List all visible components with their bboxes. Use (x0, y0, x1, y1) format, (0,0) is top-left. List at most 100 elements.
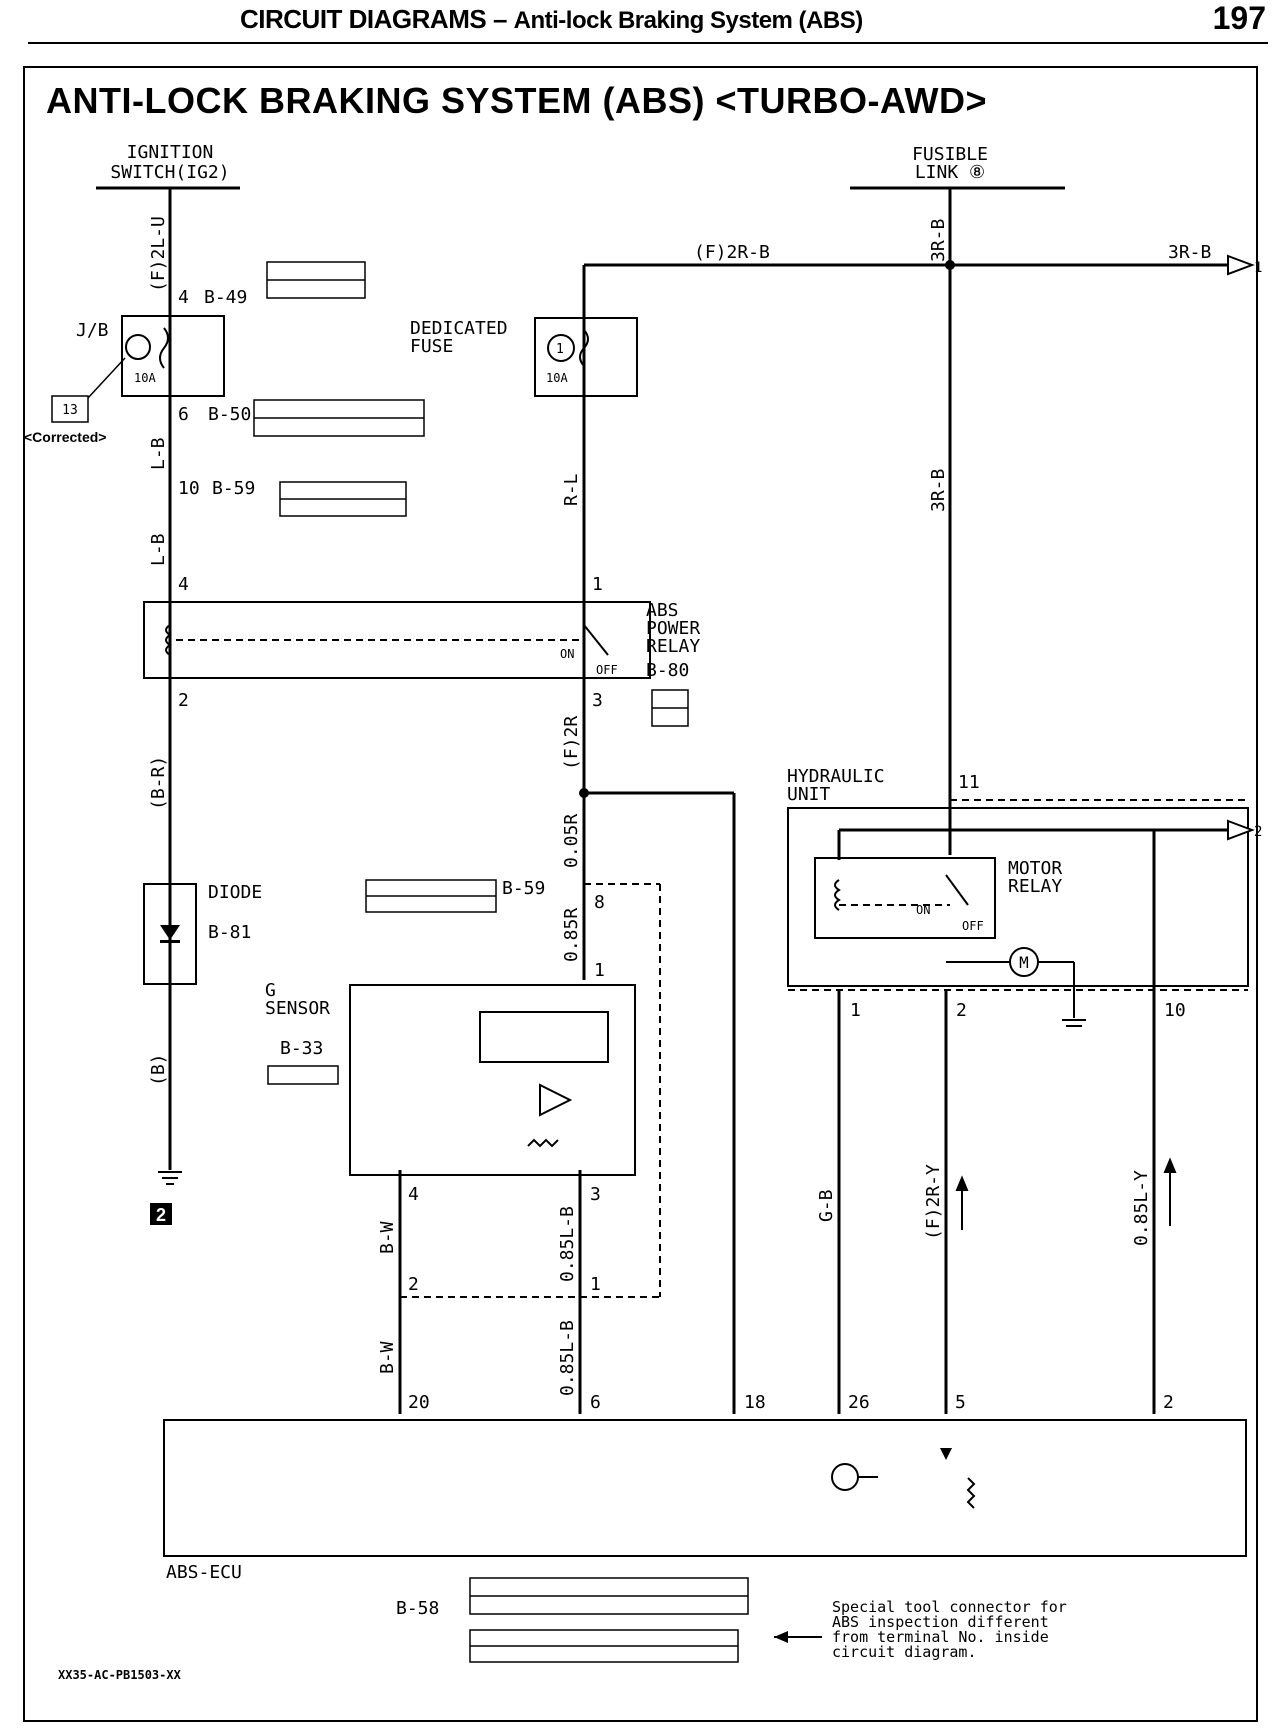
diagram-title: ANTI-LOCK BRAKING SYSTEM (ABS) <TURBO-AW… (46, 80, 987, 121)
wire-label: 3R-B (928, 469, 949, 512)
relay-label-3: RELAY (646, 636, 700, 657)
g-sensor-element (479, 1011, 609, 1063)
wire-label: 0.85R (561, 908, 582, 962)
motor-relay-switch-icon (945, 874, 969, 906)
g-sensor-box (349, 984, 636, 1176)
relay-state: ON (560, 647, 574, 661)
ecu-pin-label: 18 (744, 1392, 766, 1413)
relay-switch-icon (583, 624, 609, 656)
hydraulic-label-2: UNIT (787, 784, 831, 805)
fuse-rating: 10A (134, 371, 156, 385)
pin-label: 4 (178, 574, 189, 595)
arrow-2-icon (1227, 819, 1255, 841)
wire-label: 0.85L-B (557, 1320, 578, 1396)
ecu-label: ABS-ECU (166, 1562, 242, 1583)
wire-label: R-L (561, 473, 582, 506)
special-tool-note: Special tool connector for ABS inspectio… (832, 1600, 1152, 1660)
wire-label: 0.85L-Y (1131, 1170, 1152, 1246)
wire-label: L-B (148, 437, 169, 470)
motor-relay-label: MOTOR (1008, 858, 1062, 879)
relay-coil-icon (165, 624, 172, 656)
wire-label: 3R-B (1168, 242, 1211, 263)
connector-label: B-80 (646, 660, 689, 681)
pin-label: 2 (408, 1274, 419, 1295)
wire-label: G-B (816, 1189, 837, 1222)
connector-label: B-33 (280, 1038, 323, 1059)
pin-label: 4 (408, 1184, 419, 1205)
resistor-icon (527, 1138, 559, 1148)
dedicated-fuse-box (534, 317, 638, 397)
motor-relay-label-2: RELAY (1008, 876, 1062, 897)
diode-label: DIODE (208, 882, 262, 903)
fuse-element-icon (159, 327, 169, 369)
relay-state: OFF (596, 663, 618, 677)
wire-label: 3R-B (928, 219, 949, 262)
fuse-number: 1 (556, 342, 564, 357)
pin-label: 2 (956, 1000, 967, 1021)
note-line: Special tool connector for (832, 1598, 1067, 1616)
hydraulic-unit-box (787, 807, 1249, 987)
connector-label: B-49 (204, 287, 247, 308)
relay-state: ON (916, 903, 930, 917)
g-sensor-label: G (265, 980, 276, 1001)
ground-point-number: 2 (156, 1205, 166, 1225)
pin-label: 3 (592, 690, 603, 711)
wire-label: (B-R) (148, 756, 169, 810)
ecu-pin-label: 5 (955, 1392, 966, 1413)
header-subsection: Anti-lock Braking System (ABS) (513, 7, 864, 34)
document-code: XX35-AC-PB1503-XX (58, 1668, 181, 1682)
pin-label: 1 (592, 574, 603, 595)
dedicated-fuse-label: DEDICATED (410, 318, 508, 339)
pin-label: 11 (958, 772, 980, 793)
ignition-label: IGNITION (127, 142, 214, 163)
page-header-title: CIRCUIT DIAGRAMS – Anti-lock Braking Sys… (240, 4, 863, 35)
jb-box (121, 315, 225, 397)
wire-label: 0.85L-B (557, 1206, 578, 1282)
relay-label-2: POWER (646, 618, 700, 639)
diagram-frame (23, 66, 1258, 1722)
connector-label: B-58 (396, 1598, 439, 1619)
g-sensor-label-2: SENSOR (265, 998, 330, 1019)
wire-label: (F)2R (561, 716, 582, 770)
wire-label: B-W (377, 1341, 398, 1374)
pin-label: 8 (594, 892, 605, 913)
pin-label: 3 (590, 1184, 601, 1205)
wire-label: (B) (148, 1053, 169, 1086)
header-rule (28, 42, 1268, 44)
wire-label: 0.05R (561, 814, 582, 868)
wire-label: (F)2R-B (694, 242, 770, 263)
wire-label: B-W (377, 1221, 398, 1254)
fuse-13-callout (51, 395, 89, 423)
pin-label: 10 (178, 478, 200, 499)
motor-label: M (1019, 953, 1029, 972)
ecu-pin-label: 20 (408, 1392, 430, 1413)
ecu-diode-icon (940, 1448, 952, 1460)
dedicated-fuse-label-2: FUSE (410, 336, 453, 357)
note-line: circuit diagram. (832, 1643, 977, 1661)
connector-label: B-81 (208, 922, 251, 943)
pin-label: 4 (178, 287, 189, 308)
pin-label: 1 (590, 1274, 601, 1295)
arrow-1-icon (1227, 254, 1255, 276)
pin-label: 1 (850, 1000, 861, 1021)
ground-point-badge (150, 1203, 172, 1225)
fuse-1-icon (547, 334, 575, 362)
ignition-label-2: SWITCH(IG2) (110, 162, 229, 183)
note-line: ABS inspection different (832, 1613, 1049, 1631)
fusible-label: FUSIBLE (912, 144, 988, 165)
header-separator: – (486, 4, 514, 34)
corrected-note: <Corrected> (24, 429, 106, 445)
fuse-element-icon (579, 329, 589, 367)
wire-label: (F)2L-U (148, 216, 169, 292)
ecu-pin-label: 26 (848, 1392, 870, 1413)
wire-label: L-B (148, 533, 169, 566)
ecu-pin-label: 2 (1163, 1392, 1174, 1413)
connector-label: B-59 (212, 478, 255, 499)
diode-icon (160, 925, 180, 940)
opamp-icon (539, 1083, 573, 1117)
abs-power-relay-box (143, 601, 651, 679)
ecu-pin-label: 6 (590, 1392, 601, 1413)
page-number: 197 (1212, 0, 1266, 36)
fusible-label-2: LINK ⑧ (915, 162, 985, 183)
